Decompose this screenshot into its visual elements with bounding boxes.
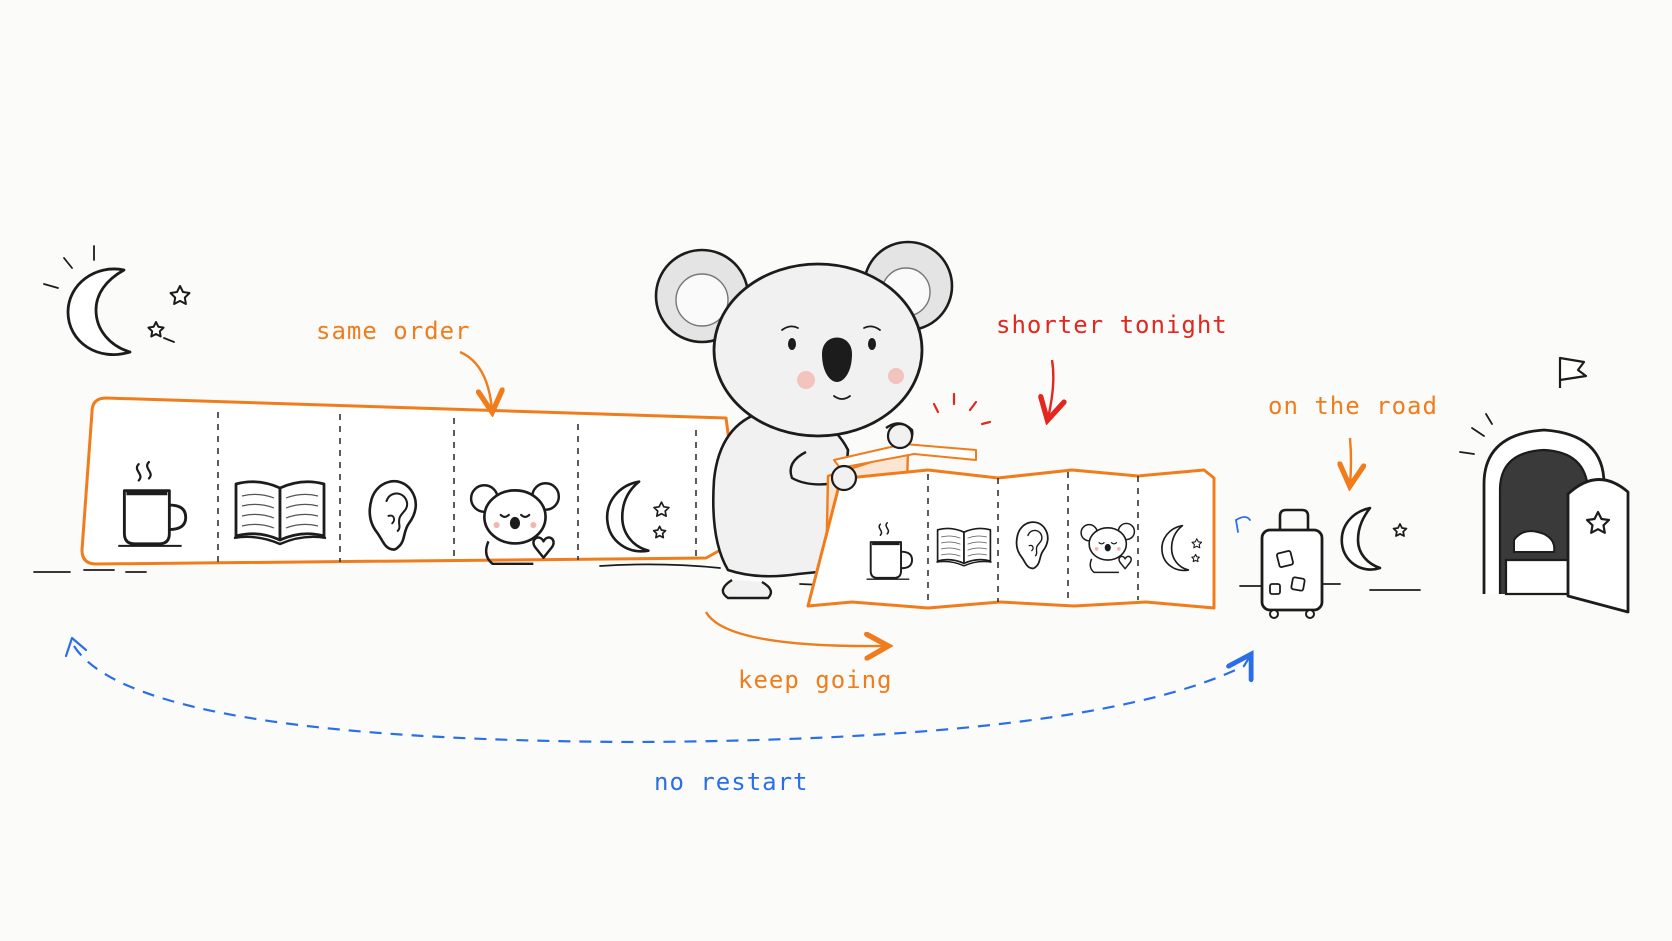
- open-book-icon: [232, 480, 328, 546]
- keep-going-arrow: [704, 611, 886, 646]
- routine-strip-folded: [806, 392, 1216, 610]
- no-restart-label: no restart: [654, 768, 809, 796]
- no-restart-arrowhead-left: [64, 636, 88, 658]
- no-restart-arrow: [73, 645, 1250, 744]
- keep-going-label: keep going: [738, 666, 893, 694]
- on-the-road-label: on the road: [1268, 392, 1438, 420]
- same-order-label: same order: [316, 317, 471, 345]
- moon-stars-icon: [43, 245, 191, 356]
- koala: [654, 240, 954, 600]
- same-order-arrow: [459, 350, 492, 410]
- shorter-tonight-label: shorter tonight: [996, 311, 1228, 339]
- bed-doorway-icon: [1459, 356, 1630, 614]
- on-the-road-arrow: [1350, 437, 1351, 484]
- moon-stars-icon: [1340, 506, 1408, 571]
- suitcase-icon: [1235, 508, 1324, 619]
- shorter-tonight-arrow: [1048, 359, 1053, 418]
- open-book-icon: [935, 527, 993, 567]
- routine-strip-full: [80, 396, 744, 566]
